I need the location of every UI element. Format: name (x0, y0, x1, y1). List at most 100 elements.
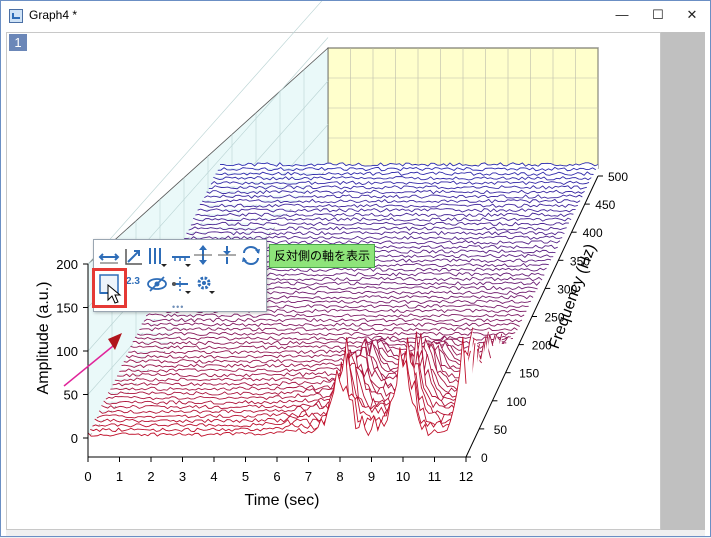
vertical-grid-button[interactable] (146, 246, 168, 268)
more-options-icon[interactable]: ••• (172, 302, 185, 312)
spectrum-trace (186, 230, 565, 236)
trace-fill (206, 190, 585, 196)
z-tick-label: 150 (519, 367, 539, 381)
trace-fill (197, 208, 576, 214)
axis-position-button[interactable] (170, 273, 192, 295)
spectrum-trace (201, 198, 581, 204)
swap-axes-button[interactable] (240, 244, 262, 266)
hide-axis-button[interactable] (146, 273, 168, 295)
spectrum-trace (121, 335, 500, 369)
spectrum-trace (195, 212, 574, 218)
tick-label-icon: 2.3 (126, 276, 140, 287)
spectrum-trace (204, 194, 583, 199)
spectrum-trace (137, 331, 516, 336)
y-tick-label: 100 (56, 344, 78, 359)
maximize-icon: ☐ (652, 7, 664, 22)
spectrum-trace (128, 338, 507, 355)
x-tick-label: 10 (396, 469, 410, 484)
z-tick-label: 200 (532, 339, 552, 353)
tick-direction-button[interactable] (170, 246, 192, 268)
horizontal-axis-button[interactable] (98, 246, 120, 268)
spectrum-trace (210, 180, 590, 186)
y-tick-label: 150 (56, 301, 78, 316)
spectrum-trace (143, 317, 523, 323)
trace-fill (94, 327, 473, 425)
trace-fill (208, 185, 587, 191)
z-tick-label: 450 (595, 198, 615, 212)
z-tick-label: 400 (583, 226, 603, 240)
spectrum-trace (110, 331, 489, 391)
maximize-button[interactable]: ☐ (640, 1, 676, 29)
eye-hidden-icon (147, 276, 167, 292)
spectrum-traces (87, 162, 599, 438)
spectrum-trace (184, 235, 563, 240)
spectrum-trace (87, 336, 467, 437)
z-tick-label: 350 (570, 254, 590, 268)
x-tick-label: 9 (368, 469, 375, 484)
x-tick-label: 8 (336, 469, 343, 484)
x-tick-label: 0 (84, 469, 91, 484)
spectrum-trace (213, 176, 592, 181)
annotation-arrow[interactable] (63, 345, 114, 387)
z-tick-label: 0 (481, 451, 488, 465)
trace-fill (213, 176, 592, 182)
z-tick-label: 500 (608, 170, 628, 184)
spectrum-trace (105, 332, 485, 401)
horizontal-axis-icon (98, 253, 120, 264)
layer-indicator[interactable]: 1 (9, 34, 27, 51)
z-tick-label: 100 (506, 395, 526, 409)
highlight-box (92, 268, 127, 308)
tooltip: 反対側の軸を表示 (269, 244, 376, 268)
gear-icon (197, 276, 215, 294)
spectrum-trace (130, 335, 509, 350)
spectrum-trace (192, 217, 572, 222)
y-axis-title[interactable]: Amplitude (a.u.) (35, 282, 52, 395)
spectrum-trace (90, 348, 469, 433)
x-tick-label: 6 (273, 469, 280, 484)
x-tick-label: 7 (305, 469, 312, 484)
trace-fill (90, 348, 469, 434)
spectrum-trace (188, 226, 567, 231)
trace-fill (105, 333, 484, 402)
tick-label-button[interactable]: 2.3 (126, 276, 146, 298)
spectrum-trace (197, 208, 576, 213)
x-tick-label: 11 (428, 469, 442, 484)
trace-fill (117, 334, 496, 379)
y-tick-label: 0 (71, 431, 78, 446)
spectrum-trace (208, 185, 587, 190)
x-axis-title[interactable]: Time (sec) (245, 492, 320, 509)
window-title: Graph4 * (29, 8, 78, 22)
axis-settings-button[interactable] (194, 273, 216, 295)
z-tick-label: 50 (494, 423, 508, 437)
x-tick-label: 2 (147, 469, 154, 484)
z-tick-label: 300 (557, 282, 577, 296)
trace-fill (96, 343, 475, 420)
trace-fill (119, 333, 498, 374)
x-tick-label: 5 (242, 469, 249, 484)
y-tick-label: 200 (56, 257, 78, 272)
trace-fill (184, 236, 563, 242)
trace-fill (195, 213, 574, 219)
page-gutter (661, 32, 705, 530)
title-bar[interactable]: Graph4 * — ☐ ✕ (1, 1, 710, 31)
close-icon: ✕ (686, 7, 698, 22)
x-tick-label: 3 (179, 469, 186, 484)
spectrum-trace (141, 322, 520, 327)
swap-axes-icon (242, 246, 260, 265)
axis-scale-button[interactable] (122, 246, 144, 268)
axis-offset-icon (194, 245, 212, 265)
trace-fill (141, 322, 520, 329)
spectrum-trace (92, 337, 471, 428)
axis-break-button[interactable] (216, 244, 238, 266)
minimize-button[interactable]: — (604, 1, 640, 29)
spectrum-trace (215, 171, 594, 176)
spectrum-trace (190, 221, 569, 227)
arrow-head (108, 333, 122, 350)
axis-offset-button[interactable] (192, 244, 214, 266)
x-tick-label: 4 (210, 469, 217, 484)
spectrum-trace (139, 327, 518, 332)
close-button[interactable]: ✕ (674, 1, 710, 29)
